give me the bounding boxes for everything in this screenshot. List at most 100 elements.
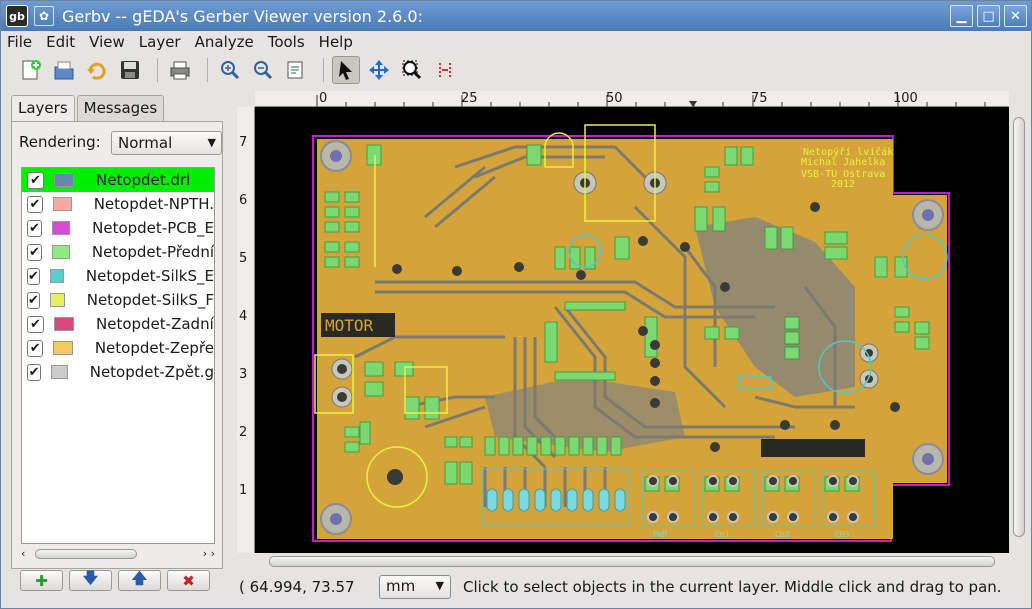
layer-color-swatch[interactable]	[54, 317, 74, 331]
unit-value: mm	[386, 577, 416, 595]
board-text-line: VSB-TU Ostrava	[801, 169, 885, 180]
layer-row[interactable]: ✔ Netopdet-Přední	[22, 240, 214, 264]
layer-name: Netopdet.drl	[96, 171, 191, 189]
add-layer-button[interactable]: ✚	[20, 570, 63, 591]
tab-layers[interactable]: Layers	[11, 95, 75, 121]
layers-panel: Rendering: Normal ▼ ✔ Netopdet.drl ✔ Net…	[11, 121, 223, 569]
scrollbar-thumb[interactable]	[269, 556, 995, 567]
menu-edit[interactable]: Edit	[46, 33, 76, 51]
layer-list-scrollbar[interactable]: ‹ › ›	[21, 547, 215, 561]
ruler-top-label: 100	[893, 91, 918, 106]
ruler-left: 7 6 5 4 3 2 1	[237, 107, 255, 553]
ruler-left-label: 6	[239, 193, 248, 208]
close-icon[interactable]: ✕	[1004, 5, 1027, 27]
pcb-connector-label: CH2	[775, 530, 790, 539]
layer-color-swatch[interactable]	[52, 221, 71, 235]
toolbar-separator	[207, 58, 208, 82]
layer-color-swatch[interactable]	[49, 293, 65, 307]
status-bar: ( 64.994, 73.57 mm ▼ Click to select obj…	[239, 574, 1019, 600]
board-text-line: 2012	[831, 179, 855, 190]
gerbv-app-icon[interactable]: gb	[6, 5, 28, 27]
layer-visibility-checkbox[interactable]: ✔	[27, 219, 43, 237]
menu-analyze[interactable]: Analyze	[194, 33, 254, 51]
layer-visibility-checkbox[interactable]: ✔	[27, 363, 42, 381]
open-icon[interactable]	[50, 56, 78, 84]
move-up-icon: 🡅	[131, 569, 148, 587]
layer-color-swatch[interactable]	[52, 245, 70, 259]
add-layer-icon: ✚	[35, 571, 48, 590]
layer-visibility-checkbox[interactable]: ✔	[27, 291, 40, 309]
layer-visibility-checkbox[interactable]: ✔	[27, 195, 43, 213]
motor-label: MOTOR	[325, 316, 374, 335]
minimize-icon[interactable]: ▁	[950, 5, 973, 27]
unit-select[interactable]: mm ▼	[379, 575, 451, 599]
ruler-left-label: 7	[239, 135, 248, 150]
layer-name: Netopdet-Zadní	[96, 315, 214, 333]
layer-color-swatch[interactable]	[54, 173, 74, 187]
ruler-left-label: 2	[239, 425, 248, 440]
ruler-left-label: 5	[239, 251, 248, 266]
menu-view[interactable]: View	[89, 33, 125, 51]
layer-row[interactable]: ✔ Netopdet-Zpět.g	[22, 360, 214, 384]
zoom-out-icon[interactable]	[249, 56, 277, 84]
ruler-left-label: 1	[239, 483, 248, 498]
layer-row[interactable]: ✔ Netopdet-Zadní	[22, 312, 214, 336]
menu-layer[interactable]: Layer	[138, 33, 181, 51]
layer-visibility-checkbox[interactable]: ✔	[27, 243, 43, 261]
toolbar	[1, 53, 1031, 87]
ruler-top-label: 0	[319, 91, 328, 106]
menu-file[interactable]: File	[7, 33, 33, 51]
ruler-top-label: 25	[461, 91, 478, 106]
move-up-button[interactable]: 🡅	[118, 569, 161, 591]
pointer-tool-icon[interactable]	[332, 56, 360, 84]
layer-row[interactable]: ✔ Netopdet-SilkS_E	[22, 264, 214, 288]
layer-visibility-checkbox[interactable]: ✔	[27, 339, 44, 357]
scroll-left-icon[interactable]: ‹	[21, 547, 26, 560]
measure-tool-icon[interactable]	[431, 56, 459, 84]
zoom-fit-icon[interactable]	[282, 56, 310, 84]
ruler-left-label: 3	[239, 367, 248, 382]
board-text-line: Netopýří lvíčák	[803, 146, 893, 158]
layer-buttons: ✚ 🡇 🡅 ✖	[20, 569, 210, 591]
scrollbar-thumb[interactable]	[35, 549, 137, 559]
layer-row[interactable]: ✔ Netopdet-Zepře	[22, 336, 214, 360]
pan-tool-icon[interactable]	[365, 56, 393, 84]
gerber-canvas[interactable]: Netopýří lvíčák Michal Jahelka VSB-TU Os…	[255, 107, 1009, 553]
scroll-right-icon[interactable]: › ›	[202, 547, 215, 560]
menu-help[interactable]: Help	[318, 33, 353, 51]
layer-visibility-checkbox[interactable]: ✔	[27, 171, 44, 189]
print-icon[interactable]	[166, 56, 194, 84]
zoom-tool-icon[interactable]	[398, 56, 426, 84]
remove-layer-button[interactable]: ✖	[167, 570, 210, 591]
tab-messages[interactable]: Messages	[76, 95, 165, 121]
layer-row[interactable]: ✔ Netopdet-NPTH.	[22, 192, 214, 216]
layer-color-swatch[interactable]	[49, 269, 64, 283]
canvas-vertical-scrollbar[interactable]	[1011, 107, 1027, 553]
scrollbar-thumb[interactable]	[1013, 117, 1025, 537]
layer-visibility-checkbox[interactable]: ✔	[27, 315, 44, 333]
save-icon[interactable]	[116, 56, 144, 84]
maximize-icon[interactable]: □	[977, 5, 1000, 27]
window-title: Gerbv -- gEDA's Gerber Viewer version 2.…	[62, 6, 423, 26]
layer-color-swatch[interactable]	[53, 341, 73, 355]
new-project-icon[interactable]	[17, 56, 45, 84]
pcb-connector-label: PWR	[653, 530, 668, 539]
layer-row[interactable]: ✔ Netopdet-SilkS_F	[22, 288, 214, 312]
chevron-down-icon: ▼	[435, 579, 444, 592]
menu-tools[interactable]: Tools	[267, 33, 305, 51]
zoom-in-icon[interactable]	[216, 56, 244, 84]
canvas-horizontal-scrollbar[interactable]	[255, 554, 1009, 568]
rendering-select[interactable]: Normal ▼	[111, 131, 222, 155]
move-down-button[interactable]: 🡇	[69, 569, 112, 591]
layer-color-swatch[interactable]	[52, 197, 72, 211]
layer-row[interactable]: ✔ Netopdet-PCB_E	[22, 216, 214, 240]
layer-visibility-checkbox[interactable]: ✔	[27, 267, 40, 285]
revert-icon[interactable]	[83, 56, 111, 84]
chevron-down-icon: ▼	[207, 136, 216, 149]
layer-row[interactable]: ✔ Netopdet.drl	[22, 168, 214, 192]
layer-color-swatch[interactable]	[51, 365, 68, 379]
pcb-connector-label: CH3	[835, 530, 850, 539]
remove-layer-icon: ✖	[182, 571, 195, 590]
window-menu-icon[interactable]: ✿	[34, 6, 54, 26]
move-down-icon: 🡇	[82, 569, 99, 587]
